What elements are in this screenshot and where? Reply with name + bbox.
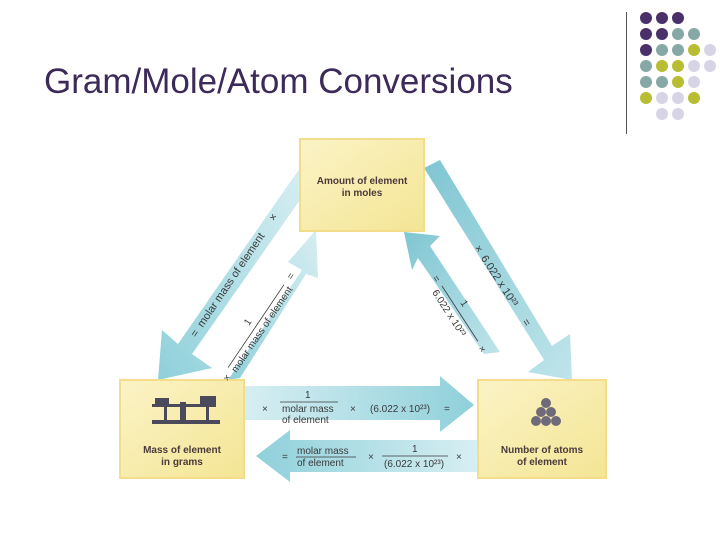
- arrow-atoms-to-grams: [256, 430, 480, 482]
- decorative-dot-grid: [640, 12, 716, 120]
- dot: [672, 44, 684, 56]
- balance-leg-left: [164, 407, 167, 420]
- left-inner-times: ×: [221, 373, 233, 384]
- arrow-grams-to-moles: [228, 230, 318, 380]
- right-inner-numerator: 1: [457, 298, 469, 309]
- dot: [640, 60, 652, 72]
- dot: [656, 44, 668, 56]
- dot: [656, 60, 668, 72]
- grams-box-label: Mass of element in grams: [120, 445, 244, 469]
- atom: [531, 416, 541, 426]
- right-equals: =: [519, 317, 533, 329]
- atoms-label-line1: Number of atoms: [500, 445, 584, 456]
- moles-label-line1: Amount of element: [316, 176, 408, 187]
- right-inner-equals: =: [429, 274, 441, 285]
- moles-box: [299, 138, 425, 232]
- page-title: Gram/Mole/Atom Conversions: [44, 62, 513, 101]
- balance-pillar: [180, 402, 186, 420]
- dot: [688, 28, 700, 40]
- dot: [672, 12, 684, 24]
- bu-denominator-l2: of element: [282, 415, 329, 426]
- balance-base: [152, 420, 220, 424]
- grams-box: [119, 379, 245, 479]
- bl-times2: ×: [456, 452, 462, 463]
- title-divider: [626, 12, 627, 134]
- bottom-upper-equation: × 1 molar mass of element × (6.022 x 10²…: [262, 390, 450, 426]
- right-inner-times: ×: [475, 344, 487, 355]
- dot: [656, 108, 668, 120]
- balance-icon: [152, 396, 220, 424]
- atoms-box: [477, 379, 607, 479]
- arrow-moles-to-grams: [158, 168, 300, 380]
- dot: [656, 12, 668, 24]
- dot: [704, 60, 716, 72]
- bl-equals: =: [282, 452, 288, 463]
- bu-numerator: 1: [305, 390, 311, 401]
- dot: [656, 28, 668, 40]
- atoms-icon: [531, 398, 561, 426]
- dot: [672, 108, 684, 120]
- arrow-atoms-to-moles: [404, 232, 500, 354]
- dot: [688, 60, 700, 72]
- balance-pan-right: [200, 396, 216, 404]
- atoms-label-line2: of element: [516, 457, 567, 468]
- dot: [640, 92, 652, 104]
- atom: [536, 407, 546, 417]
- bu-denominator-l1: molar mass: [282, 404, 334, 415]
- grams-label-line1: Mass of element: [143, 445, 221, 456]
- dot: [640, 12, 652, 24]
- balance-pan-left: [155, 398, 169, 404]
- dot: [640, 28, 652, 40]
- atoms-box-label: Number of atoms of element: [478, 445, 606, 469]
- bu-times: ×: [262, 404, 268, 415]
- atom: [541, 416, 551, 426]
- bu-times2: ×: [350, 404, 356, 415]
- fraction-bar: [441, 285, 479, 342]
- moles-label-line2: in moles: [341, 188, 383, 199]
- dot: [672, 92, 684, 104]
- right-times: ×: [471, 243, 485, 255]
- bl-molar-mass-l2: of element: [297, 458, 344, 469]
- dot: [640, 44, 652, 56]
- dot: [672, 76, 684, 88]
- bl-molar-mass-l1: molar mass: [297, 446, 349, 457]
- dot: [672, 28, 684, 40]
- bu-avogadro: (6.022 x 10²³): [370, 404, 430, 415]
- bl-denominator: (6.022 x 10²³): [384, 459, 444, 470]
- dot: [656, 92, 668, 104]
- bottom-lower-equation: = molar mass of element × 1 (6.022 x 10²…: [282, 444, 462, 470]
- grams-label-line2: in grams: [161, 457, 203, 468]
- bl-times: ×: [368, 452, 374, 463]
- atom: [551, 416, 561, 426]
- left-inner-equals: =: [285, 271, 297, 282]
- balance-leg-right: [206, 407, 209, 420]
- left-inner-numerator: 1: [242, 317, 254, 328]
- arrow-grams-to-atoms: [240, 376, 474, 432]
- balance-beam: [152, 404, 216, 407]
- dot: [688, 44, 700, 56]
- atom: [546, 407, 556, 417]
- fraction-bar: [227, 284, 285, 368]
- atom: [541, 398, 551, 408]
- bl-numerator: 1: [412, 444, 418, 455]
- dot: [704, 44, 716, 56]
- dot: [656, 76, 668, 88]
- dot: [672, 60, 684, 72]
- moles-box-label: Amount of element in moles: [300, 176, 424, 200]
- dot: [688, 92, 700, 104]
- bu-equals: =: [444, 404, 450, 415]
- dot: [640, 76, 652, 88]
- arrow-moles-to-atoms: [424, 160, 572, 380]
- dot: [688, 76, 700, 88]
